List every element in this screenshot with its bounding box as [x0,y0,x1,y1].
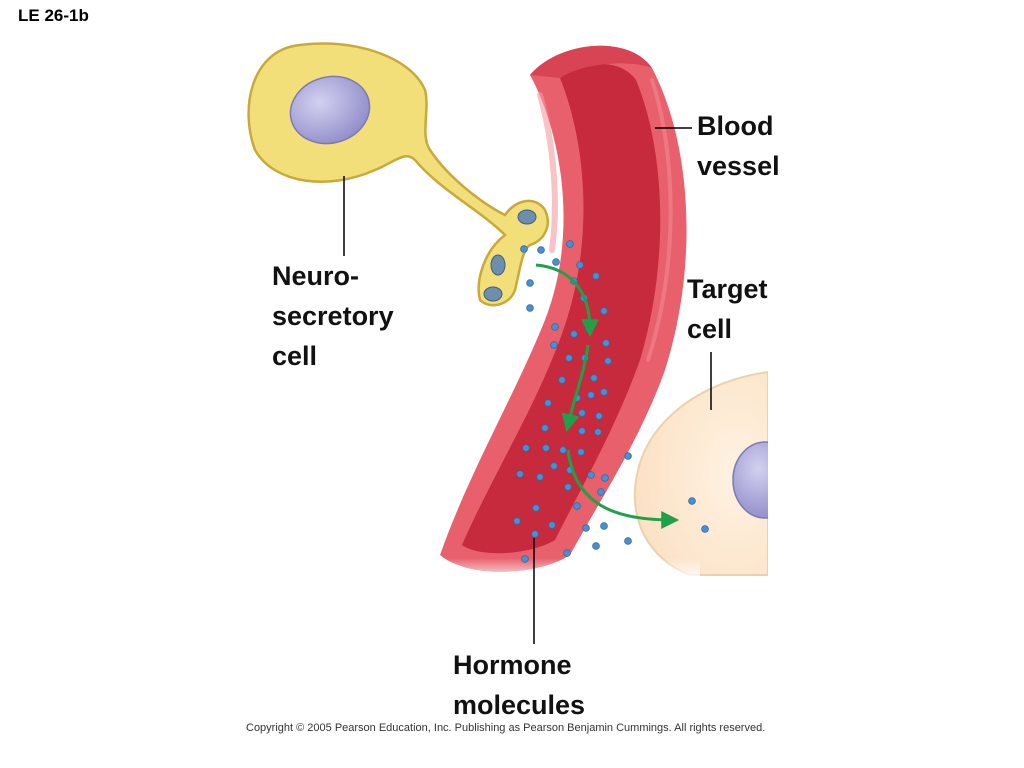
hormone-molecule [600,388,608,396]
blood-vessel [420,45,700,580]
arrow [535,263,599,338]
hormone-molecule [537,246,545,254]
hormone-molecule [521,555,529,563]
copyright-notice: Copyright © 2005 Pearson Education, Inc.… [246,722,766,734]
hormone-molecule [516,470,524,478]
hormone-molecule [526,304,534,312]
hormone-molecule [624,452,632,460]
hormone-molecule [602,339,610,347]
hormone-molecule [587,391,595,399]
hormone-molecule [542,444,550,452]
hormone-molecule [550,341,558,349]
label-blood-vessel: Blood vessel [697,111,780,181]
hormone-molecule [565,354,573,362]
hormone-molecule [552,258,560,266]
hormone-molecule [564,483,572,491]
hormone-molecule [541,424,549,432]
hormone-molecule [592,542,600,550]
hormone-molecule [600,307,608,315]
hormone-molecule [582,524,590,532]
hormone-molecule [559,446,567,454]
hormone-molecule [526,279,534,287]
hormone-molecule [522,444,530,452]
vesicle [517,209,537,225]
hormone-molecule [551,323,559,331]
hormone-molecule [558,376,566,384]
hormone-molecule [590,374,598,382]
arrow [566,449,680,529]
hormone-path-arrows [535,263,680,529]
hormone-molecule [573,502,581,510]
hormone-molecule [597,488,605,496]
arrow [561,344,590,433]
hormone-molecules [513,240,709,563]
hormone-molecule [600,522,608,530]
hormone-molecule [548,521,556,529]
hormone-molecule [576,261,584,269]
hormone-molecule [688,497,696,505]
hormone-molecule [587,471,595,479]
hormone-molecule [578,409,586,417]
hormone-molecule [531,530,539,538]
hormone-molecule [563,549,571,557]
hormone-molecule [595,412,603,420]
hormone-molecule [701,525,709,533]
hormone-molecule [594,428,602,436]
hormone-molecule [520,245,528,253]
hormone-molecule [544,399,552,407]
hormone-molecule [550,462,558,470]
leader-lines [343,127,712,644]
hormone-molecule [566,240,574,248]
label-hormone-molecules: Hormone molecules [453,650,586,720]
hormone-molecule [577,448,585,456]
hormone-molecule [536,473,544,481]
figure-id: LE 26-1b [18,6,89,25]
label-target-cell: Target cell [687,274,768,344]
vesicle [483,286,503,302]
hormone-molecule [604,357,612,365]
hormone-molecule [592,272,600,280]
hormone-molecule [601,474,609,482]
hormone-molecule [624,537,632,545]
neurosecretory-cell [247,42,549,307]
hormone-molecule [578,427,586,435]
hormone-molecule [570,330,578,338]
neuron-nucleus [289,75,371,145]
vesicle [490,254,506,276]
hormone-molecule [532,504,540,512]
label-neurosecretory-cell: Neuro- secretory cell [272,261,394,371]
hormone-molecule [513,517,521,525]
